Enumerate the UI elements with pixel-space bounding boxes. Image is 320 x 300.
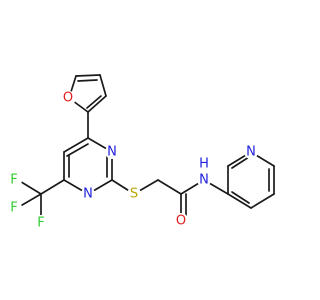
bond — [231, 156, 250, 169]
bond — [77, 79, 98, 82]
bond — [86, 95, 102, 109]
amide-oxygen-label: O — [176, 214, 186, 229]
bond — [75, 74, 101, 77]
furan-oxygen-label: O — [63, 91, 73, 106]
fluorine-label-3: F — [37, 216, 44, 231]
bond — [66, 143, 89, 157]
bond — [87, 95, 107, 113]
pyridine-nitrogen-label: N — [246, 145, 256, 160]
bond — [99, 74, 107, 97]
amide-nitrogen-label: N — [199, 173, 209, 188]
bond — [157, 179, 182, 195]
fluorine-label-1: F — [10, 173, 17, 188]
bond — [231, 191, 250, 204]
molecule-structure-diagram: O N N S O N H N F F F — [8, 74, 275, 231]
bond — [250, 193, 275, 209]
pyrimidine-ring — [63, 137, 113, 195]
bond — [63, 137, 89, 153]
bond — [17, 179, 42, 195]
pyrimidine-n3-label: N — [83, 187, 93, 202]
pyrimidine-n1-label: N — [107, 145, 117, 160]
amide-hydrogen-label: H — [199, 157, 209, 172]
bond — [40, 179, 65, 195]
furan-ring — [68, 74, 107, 113]
bond — [227, 193, 252, 209]
pyridine-ring — [227, 151, 275, 209]
fluorine-label-2: F — [10, 201, 17, 216]
thioether-sulfur-label: S — [130, 187, 138, 202]
atom-labels: O N N S O N H N F F F — [8, 91, 258, 231]
molecule-canvas: O N N S O N H N F F F — [8, 74, 275, 231]
trifluoromethyl-group — [16, 179, 65, 221]
